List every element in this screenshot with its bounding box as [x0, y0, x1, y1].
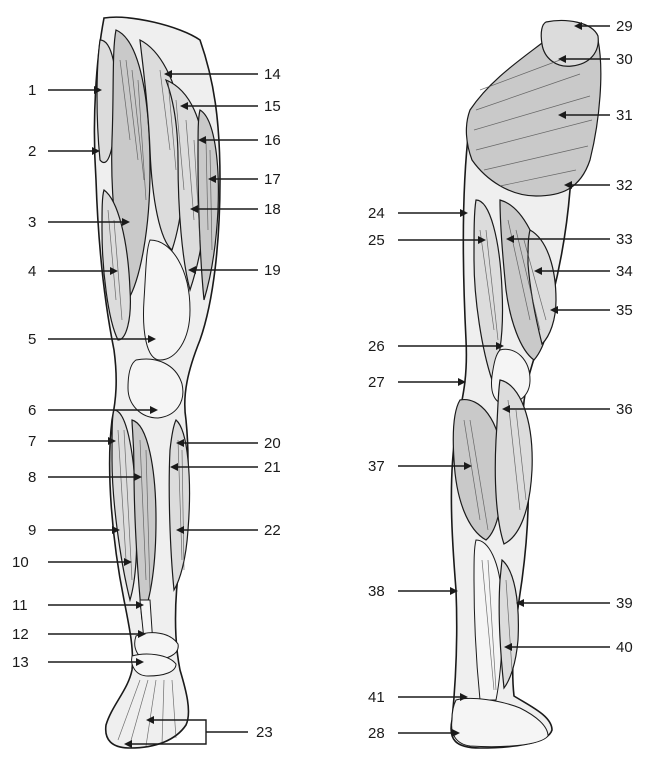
label-13: 13 — [12, 654, 29, 671]
label-26: 26 — [368, 338, 385, 355]
label-1: 1 — [28, 82, 36, 99]
label-37: 37 — [368, 458, 385, 475]
label-17: 17 — [264, 171, 281, 188]
label-41: 41 — [368, 689, 385, 706]
label-39: 39 — [616, 595, 633, 612]
label-9: 9 — [28, 522, 36, 539]
label-32: 32 — [616, 177, 633, 194]
label-35: 35 — [616, 302, 633, 319]
label-16: 16 — [264, 132, 281, 149]
label-28: 28 — [368, 725, 385, 742]
label-23: 23 — [256, 724, 273, 741]
label-38: 38 — [368, 583, 385, 600]
label-19: 19 — [264, 262, 281, 279]
label-21: 21 — [264, 459, 281, 476]
label-11: 11 — [12, 597, 28, 614]
label-10: 10 — [12, 554, 29, 571]
label-5: 5 — [28, 331, 36, 348]
label-12: 12 — [12, 626, 29, 643]
label-24: 24 — [368, 205, 385, 222]
label-6: 6 — [28, 402, 36, 419]
label-2: 2 — [28, 143, 36, 160]
label-18: 18 — [264, 201, 281, 218]
label-29: 29 — [616, 18, 633, 35]
label-3: 3 — [28, 214, 36, 231]
posterior-leg-illustration — [451, 21, 601, 748]
label-34: 34 — [616, 263, 633, 280]
label-8: 8 — [28, 469, 36, 486]
label-36: 36 — [616, 401, 633, 418]
anterior-leg-illustration — [94, 17, 220, 748]
label-7: 7 — [28, 433, 36, 450]
label-4: 4 — [28, 263, 36, 280]
label-31: 31 — [616, 107, 633, 124]
label-14: 14 — [264, 66, 281, 83]
label-25: 25 — [368, 232, 385, 249]
label-22: 22 — [264, 522, 281, 539]
label-30: 30 — [616, 51, 633, 68]
label-27: 27 — [368, 374, 385, 391]
label-15: 15 — [264, 98, 281, 115]
label-40: 40 — [616, 639, 633, 656]
label-20: 20 — [264, 435, 281, 452]
label-33: 33 — [616, 231, 633, 248]
